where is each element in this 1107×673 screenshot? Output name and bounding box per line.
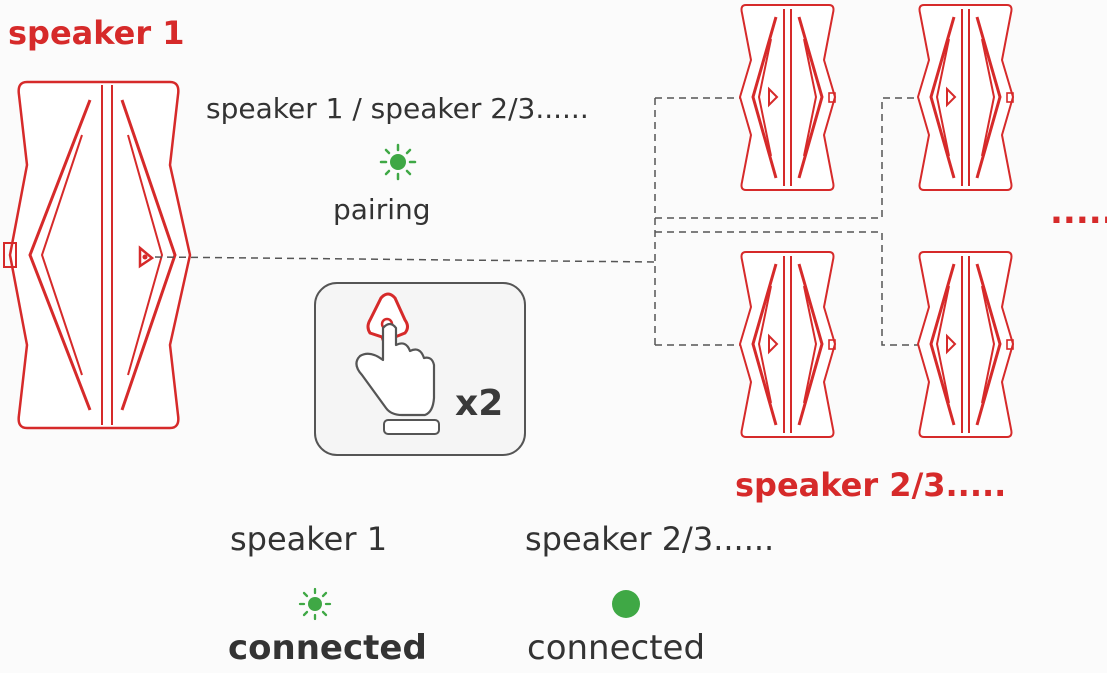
press-count: x2 bbox=[455, 383, 504, 424]
speaker1-title: speaker 1 bbox=[8, 14, 185, 52]
speaker4-device bbox=[738, 250, 837, 439]
speaker1-pair-button bbox=[138, 245, 155, 269]
solid-led-icon bbox=[612, 590, 640, 618]
status-speaker1-label: speaker 1 bbox=[230, 520, 388, 558]
speaker1-device bbox=[3, 80, 192, 430]
more-speakers-ellipsis: ...... bbox=[1050, 192, 1107, 232]
pairing-header: speaker 1 / speaker 2/3...... bbox=[206, 92, 589, 125]
speaker23-connected-status: connected bbox=[527, 628, 706, 668]
status-speaker23-label: speaker 2/3...... bbox=[525, 520, 775, 558]
speaker1-connected-status: connected bbox=[228, 628, 427, 668]
connection-lines bbox=[154, 97, 932, 346]
pairing-label: pairing bbox=[333, 193, 431, 226]
double-press-hand-icon bbox=[314, 282, 526, 456]
group-title: speaker 2/3..... bbox=[735, 466, 1007, 504]
speaker1-blinking-led-icon bbox=[298, 587, 332, 621]
speaker3-device bbox=[916, 3, 1015, 192]
speaker2-device bbox=[738, 3, 837, 192]
blinking-led-icon bbox=[379, 143, 417, 181]
speaker5-device bbox=[916, 250, 1015, 439]
